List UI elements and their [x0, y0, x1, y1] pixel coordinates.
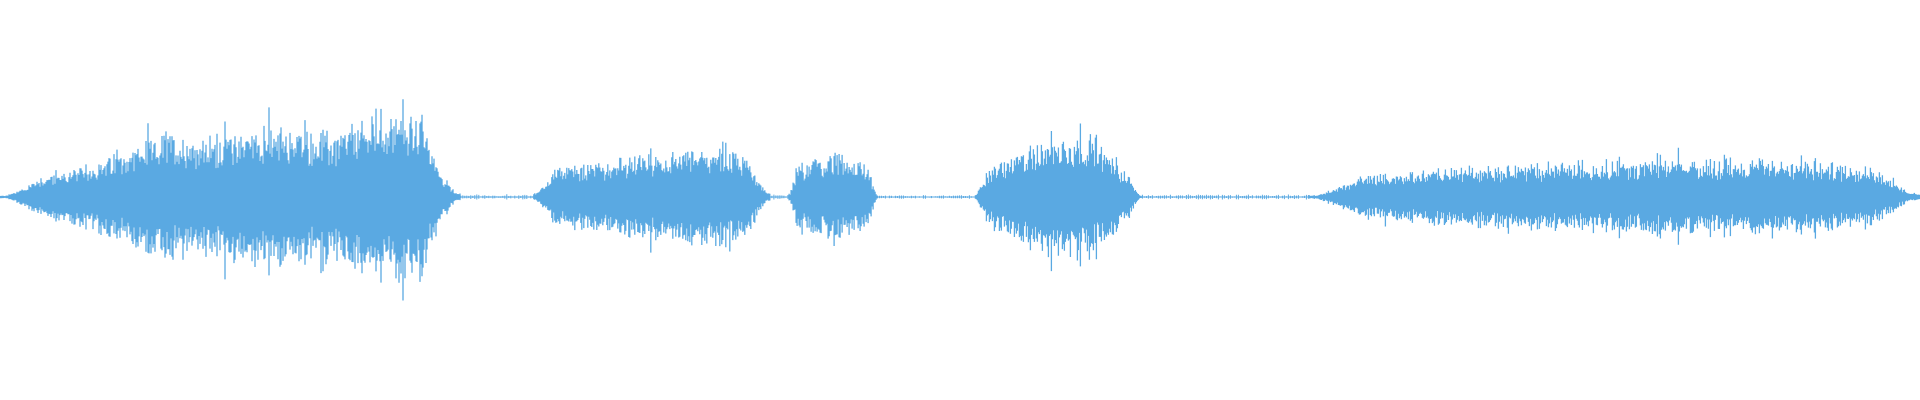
waveform-segment-speech: [974, 123, 1144, 272]
waveform-bars: [0, 99, 1920, 301]
waveform-segment-speech: [0, 99, 461, 301]
waveform-segment-gap: [769, 194, 789, 200]
waveform-segment-speech: [788, 152, 878, 246]
waveform-segment-gap: [460, 194, 534, 200]
waveform-segment-speech: [1308, 147, 1920, 245]
waveform-segment-speech: [533, 141, 771, 253]
waveform-segment-gap: [1141, 194, 1309, 200]
waveform-segment-gap: [876, 195, 974, 199]
